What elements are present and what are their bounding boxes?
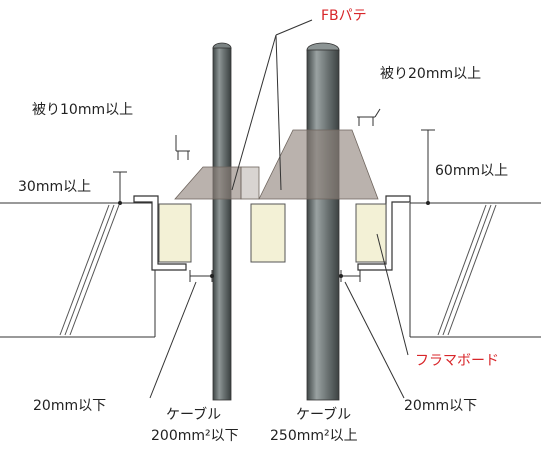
dimension-dots (118, 201, 430, 278)
cable-small-size-label: 200mm²以下 (151, 428, 239, 444)
steel-frame-left (133, 195, 187, 271)
cable-large-label: ケーブル (296, 406, 351, 423)
cover-10-label: 被り10mm以上 (32, 102, 133, 118)
cable-large (306, 42, 340, 401)
gap-left-label: 20mm以下 (33, 398, 106, 414)
height-60-label: 60mm以上 (435, 163, 508, 179)
flame-board (158, 203, 387, 263)
cable-small (212, 42, 232, 401)
cover-20-label: 被り20mm以上 (380, 66, 481, 82)
fb-putty-label: FBパテ (321, 8, 367, 24)
height-30-label: 30mm以上 (18, 179, 91, 195)
fb-putty (174, 129, 379, 200)
flame-board-label: フラマボード (415, 353, 499, 369)
slab-hatching (59, 204, 497, 336)
cable-small-label: ケーブル (166, 406, 221, 423)
gap-right-label: 20mm以下 (404, 398, 477, 414)
cable-large-size-label: 250mm²以上 (270, 428, 358, 444)
